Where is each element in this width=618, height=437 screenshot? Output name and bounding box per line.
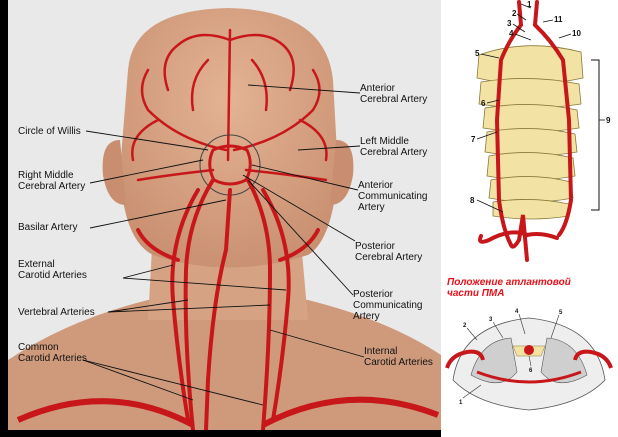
label-anterior-cerebral-artery: Anterior Cerebral Artery: [360, 83, 427, 105]
atlas-num-1: 1: [459, 400, 463, 406]
label-posterior-communicating-artery: Posterior Communicating Artery: [353, 289, 422, 322]
label-right-middle-cerebral-artery: Right Middle Cerebral Artery: [18, 170, 85, 192]
vertebral-artery-panel: 1 2 3 4 5 6 7 8 9 10 11: [441, 0, 618, 437]
label-basilar-artery: Basilar Artery: [18, 222, 77, 233]
atlas-num-5: 5: [559, 310, 563, 316]
spine-num-9: 9: [606, 116, 611, 125]
spine-num-1: 1: [527, 0, 532, 9]
label-vertebral-arteries: Vertebral Arteries: [18, 307, 95, 318]
label-left-middle-cerebral-artery: Left Middle Cerebral Artery: [360, 136, 427, 158]
bracket-9: [591, 60, 599, 210]
atlas-caption: Положение атлантовой части ПМА: [447, 277, 617, 299]
head-artery-illustration: Circle of Willis Right Middle Cerebral A…: [8, 0, 441, 430]
label-anterior-communicating-artery: Anterior Communicating Artery: [358, 180, 427, 213]
spine-num-2: 2: [512, 9, 517, 18]
spine-num-11: 11: [554, 15, 563, 24]
spine-num-5: 5: [475, 49, 480, 58]
label-posterior-cerebral-artery: Posterior Cerebral Artery: [355, 241, 422, 263]
atlas-num-4: 4: [515, 309, 519, 315]
spine-num-10: 10: [572, 29, 581, 38]
label-common-carotid-arteries: Common Carotid Arteries: [18, 342, 87, 364]
atlas-num-2: 2: [463, 323, 467, 329]
label-external-carotid-arteries: External Carotid Arteries: [18, 259, 87, 281]
spine-num-3: 3: [507, 19, 512, 28]
spine-num-8: 8: [470, 196, 475, 205]
atlas-num-3: 3: [489, 317, 493, 323]
atlas-vertebra: 1 2 3 4 5 6: [447, 309, 611, 410]
spine-num-6: 6: [481, 99, 486, 108]
label-internal-carotid-arteries: Internal Carotid Arteries: [364, 346, 433, 368]
spine-drawing: 1 2 3 4 5 6 7 8 9 10 11: [441, 0, 618, 437]
cervical-vertebrae: [477, 46, 583, 219]
spine-num-4: 4: [509, 29, 514, 38]
spine-num-7: 7: [471, 135, 476, 144]
label-circle-of-willis: Circle of Willis: [18, 126, 81, 137]
